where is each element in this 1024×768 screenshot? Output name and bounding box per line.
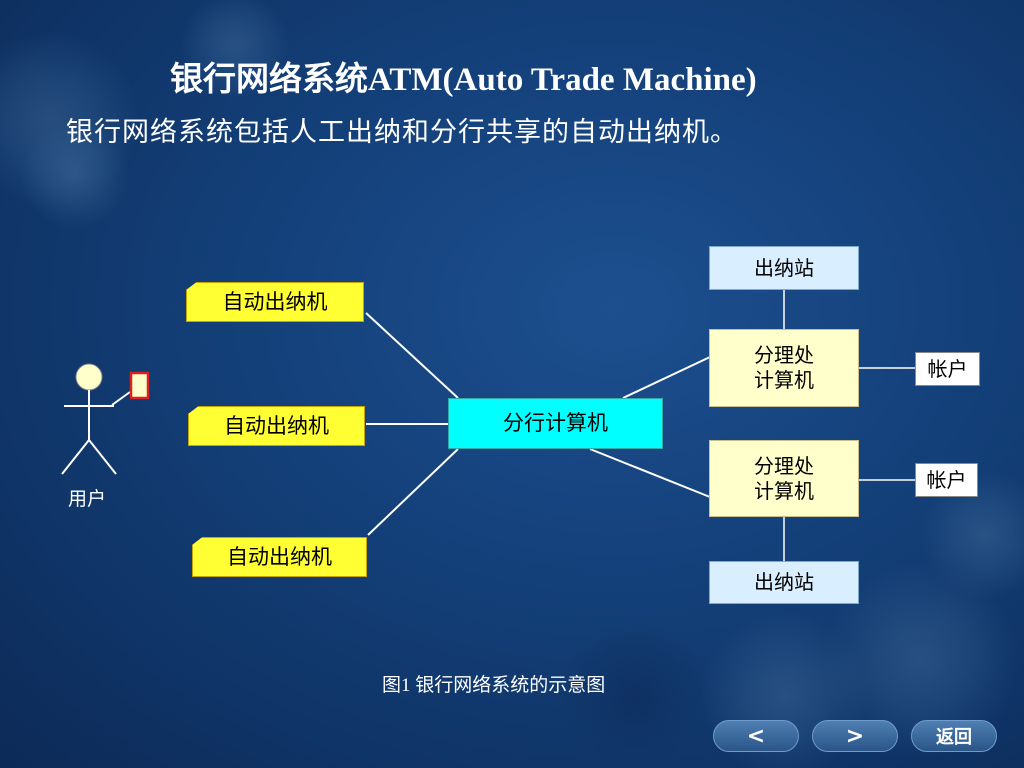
branch-office-computer-2: 分理处 计算机 [709, 440, 859, 517]
back-button[interactable]: 返回 [911, 720, 997, 752]
background-flower [20, 120, 130, 230]
slide-title: 银行网络系统ATM(Auto Trade Machine) [170, 62, 757, 98]
figure-caption: 图1 银行网络系统的示意图 [382, 675, 606, 696]
branch-computer-box: 分行计算机 [448, 398, 663, 449]
background-flower [560, 620, 710, 768]
atm-box-3: 自动出纳机 [192, 537, 367, 577]
branch-office-computer-1: 分理处 计算机 [709, 329, 859, 407]
atm-box-1: 自动出纳机 [186, 282, 364, 322]
prev-slide-button[interactable]: < [713, 720, 799, 752]
connector-atm3-branch [367, 448, 459, 536]
connector-branch-office2 [589, 448, 711, 498]
account-box-1: 帐户 [915, 352, 980, 386]
connector-branch-office1 [622, 356, 711, 399]
account-box-2: 帐户 [915, 463, 978, 497]
slide-subtitle: 银行网络系统包括人工出纳和分行共享的自动出纳机。 [66, 117, 738, 148]
background-flower [0, 30, 140, 210]
connector-atm1-branch [365, 312, 459, 399]
connector-user-card [111, 391, 131, 406]
background-flower [180, 0, 290, 100]
user-label: 用户 [68, 488, 107, 510]
teller-station-top: 出纳站 [709, 246, 859, 290]
atm-box-2: 自动出纳机 [188, 406, 365, 446]
teller-station-bottom: 出纳站 [709, 561, 859, 604]
user-figure-icon [61, 363, 150, 475]
next-slide-button[interactable]: > [812, 720, 898, 752]
